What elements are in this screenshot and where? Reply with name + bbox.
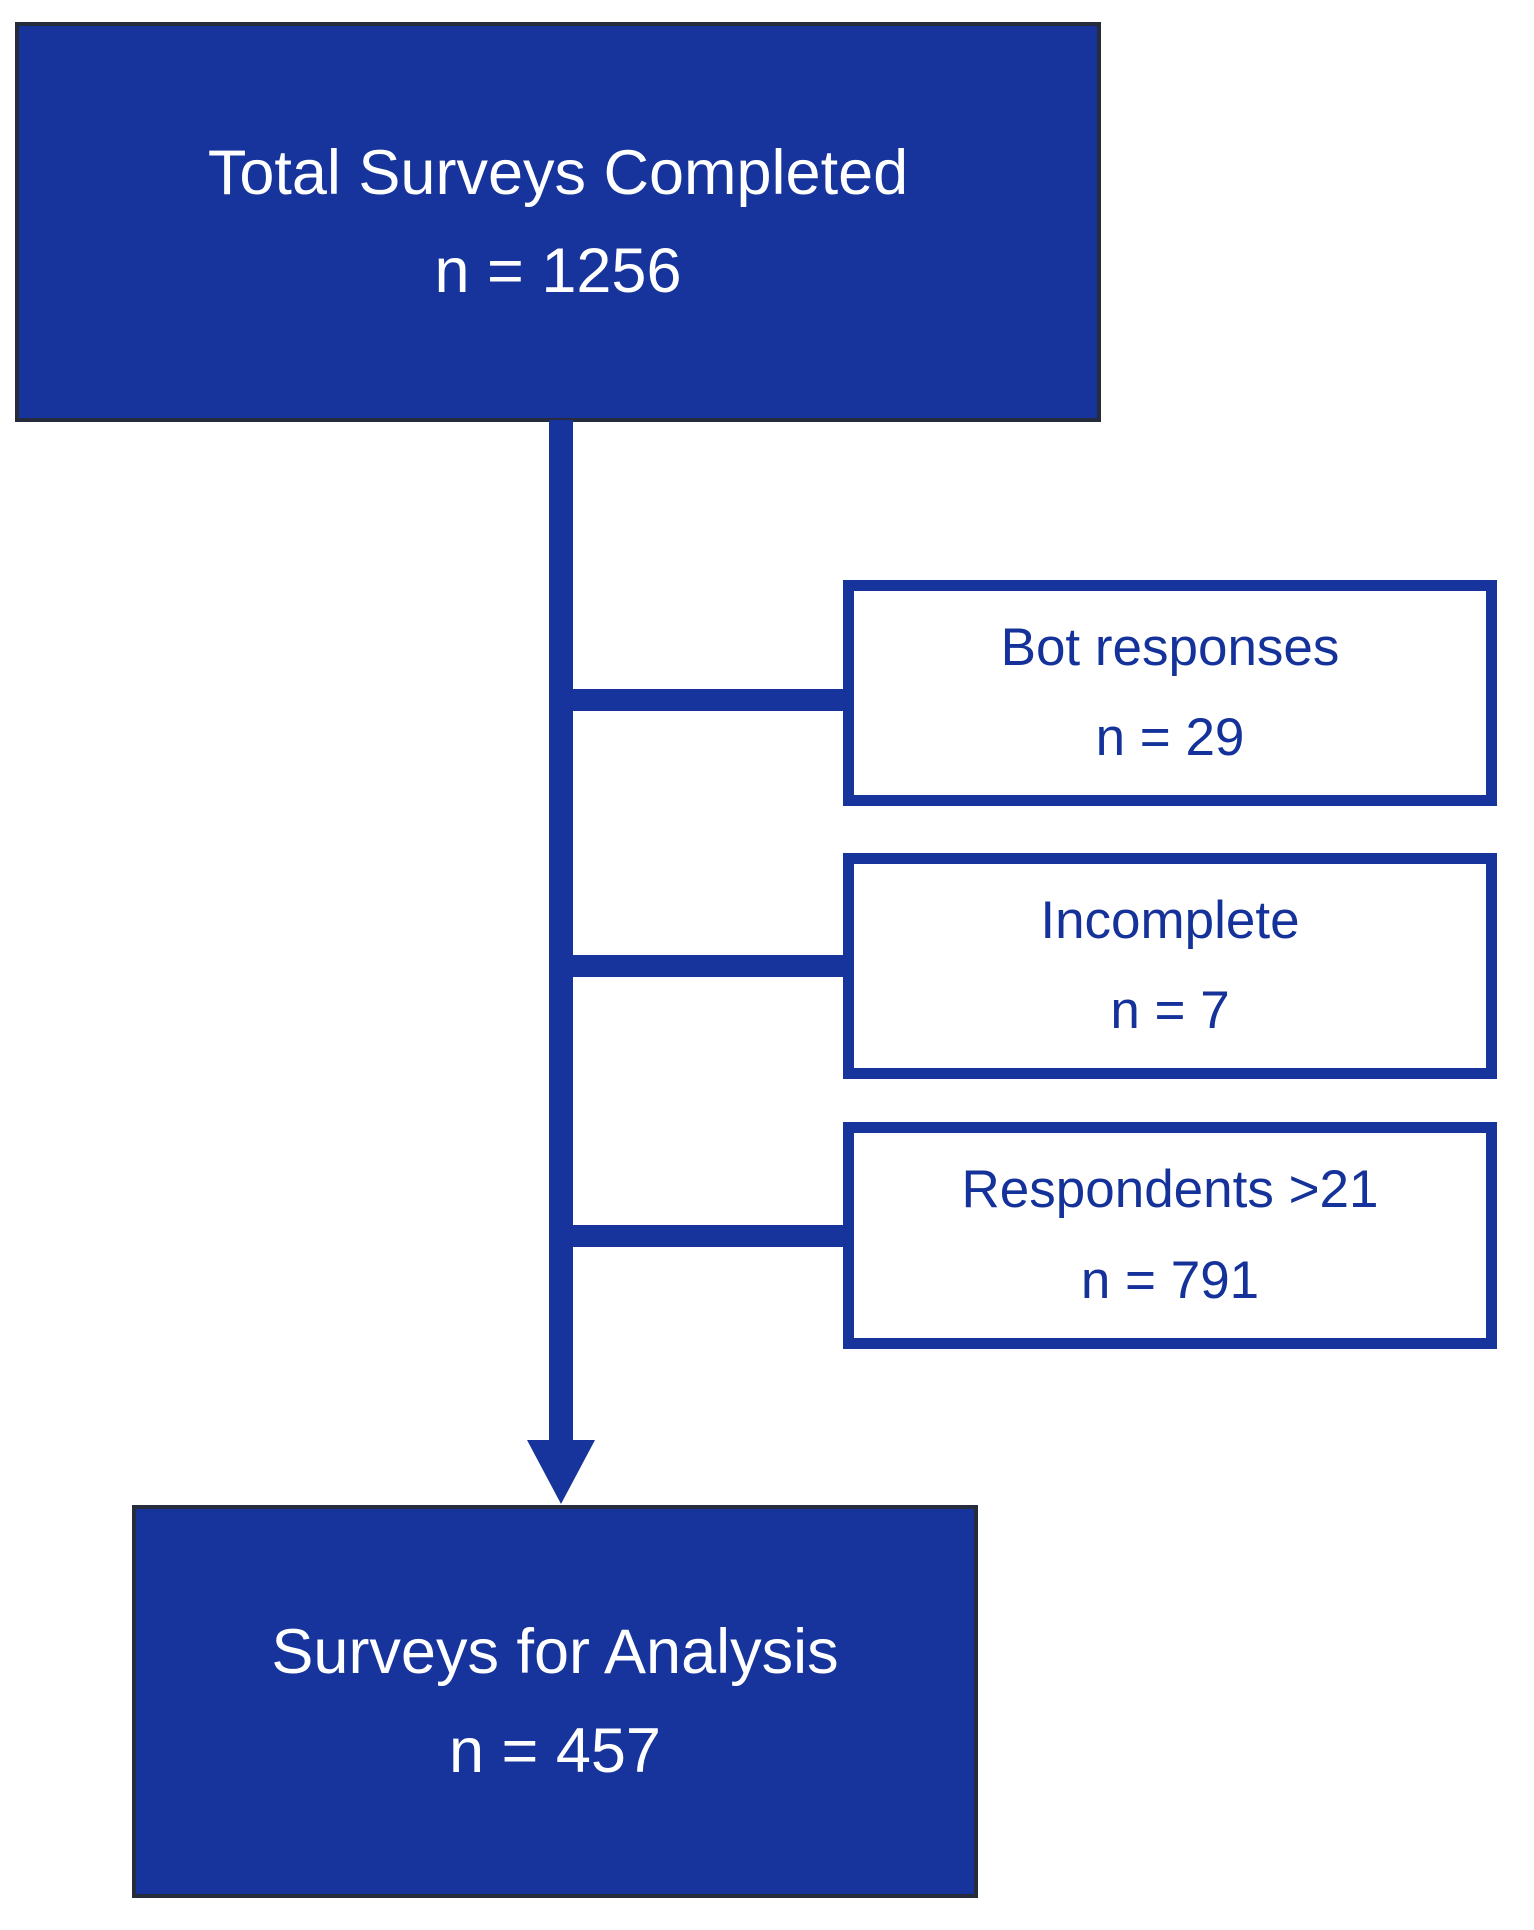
- total-surveys-label: Total Surveys Completed: [207, 137, 909, 208]
- surveys-for-analysis-label: Surveys for Analysis: [271, 1617, 839, 1688]
- connector-line-respondents: [555, 1225, 853, 1247]
- exclusion-label: Respondents >21: [961, 1160, 1379, 1220]
- total-surveys-box: Total Surveys Completed n = 1256: [15, 22, 1101, 422]
- surveys-for-analysis-count: n = 457: [449, 1715, 661, 1786]
- exclusion-label: Incomplete: [1040, 890, 1300, 950]
- exclusion-box-respondents-over-21: Respondents >21 n = 791: [843, 1122, 1497, 1349]
- exclusion-count: n = 791: [1080, 1250, 1260, 1310]
- total-surveys-count: n = 1256: [434, 236, 682, 306]
- connector-line-incomplete: [555, 955, 853, 977]
- exclusion-label: Bot responses: [1000, 617, 1340, 677]
- surveys-for-analysis-box: Surveys for Analysis n = 457: [132, 1505, 978, 1898]
- exclusion-box-bot-responses: Bot responses n = 29: [843, 580, 1497, 806]
- exclusion-box-incomplete: Incomplete n = 7: [843, 853, 1497, 1079]
- exclusion-count: n = 7: [1110, 981, 1230, 1040]
- connector-line-bot-responses: [555, 689, 853, 711]
- down-arrow-icon: [527, 1440, 595, 1504]
- exclusion-count: n = 29: [1095, 708, 1245, 767]
- flow-trunk-line: [549, 420, 573, 1442]
